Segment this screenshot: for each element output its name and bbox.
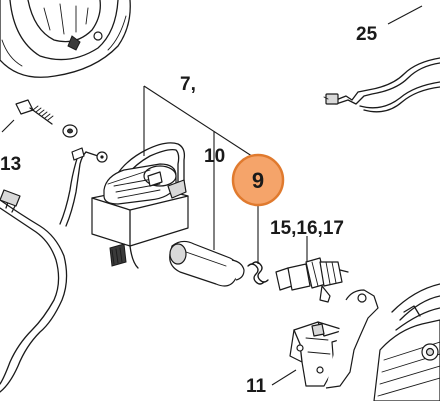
callout-15-16-17: 15,16,17 xyxy=(270,218,344,239)
part-10-spark-plug-boot xyxy=(169,240,245,287)
callout-9: 9 xyxy=(252,168,264,193)
callout-11: 11 xyxy=(246,376,267,397)
callout-10: 10 xyxy=(204,146,225,167)
flywheel-housing xyxy=(0,0,131,78)
part-25-wire xyxy=(323,5,440,113)
callout-labels: 25 7, 10 13 15,16,17 11 xyxy=(0,24,378,397)
highlight-circle xyxy=(231,153,285,207)
wiring-harness xyxy=(0,147,108,393)
part-9-spring xyxy=(247,261,269,285)
callout-9-highlight: 9 xyxy=(231,153,285,207)
callout-13: 13 xyxy=(0,154,21,175)
part-11-bracket xyxy=(271,289,379,389)
callout-25: 25 xyxy=(356,24,378,45)
engine-cylinder xyxy=(373,283,440,401)
callout-7: 7, xyxy=(180,74,196,95)
callout-leader-bracket xyxy=(143,85,259,264)
ignition-module xyxy=(91,142,189,269)
part-13-screw-and-washer xyxy=(1,99,78,138)
part-15-16-17-spark-plug xyxy=(275,236,349,303)
